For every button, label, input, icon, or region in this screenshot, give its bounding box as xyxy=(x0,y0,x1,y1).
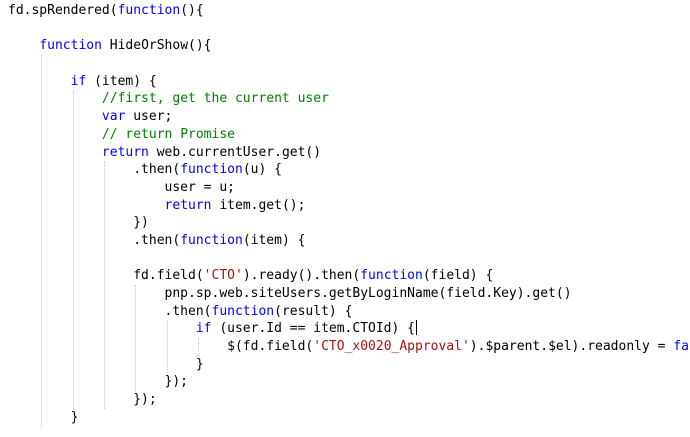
code-line[interactable]: return item.get(); xyxy=(8,197,690,215)
keyword-token: function xyxy=(180,162,243,178)
code-line[interactable]: var user; xyxy=(8,108,690,126)
code-token: fd.spRendered( xyxy=(8,3,118,18)
comment-token: // return Promise xyxy=(101,126,235,142)
code-line[interactable]: .then(function(u) { xyxy=(8,161,690,179)
code-token: (item) { xyxy=(242,232,306,248)
code-token xyxy=(8,127,102,142)
code-line[interactable]: }); xyxy=(8,391,690,409)
code-token: (user.Id == item.CTOId) { xyxy=(211,321,415,337)
code-token: (){ xyxy=(180,3,204,18)
code-token xyxy=(8,91,102,106)
code-line[interactable]: pnp.sp.web.siteUsers.getByLoginName(fiel… xyxy=(8,285,690,303)
keyword-token: function xyxy=(211,303,275,319)
code-line[interactable]: function HideOrShow(){ xyxy=(8,37,690,55)
code-line[interactable]: .then(function(result) { xyxy=(8,303,690,321)
indent-guide xyxy=(103,161,105,410)
code-token: user = u; xyxy=(8,179,235,195)
keyword-token: function xyxy=(117,3,181,18)
indent-guide xyxy=(41,55,43,427)
code-token xyxy=(8,198,165,213)
code-token xyxy=(8,145,102,160)
code-token: ).ready().then( xyxy=(242,268,361,284)
code-token: } xyxy=(8,356,204,372)
code-line[interactable]: if (item) { xyxy=(8,73,690,91)
keyword-token: if xyxy=(70,73,87,89)
code-token: web.currentUser.get() xyxy=(148,144,322,160)
code-token: }); xyxy=(8,392,157,408)
code-token: item.get(); xyxy=(211,197,306,213)
code-token: ).$parent.$el).readonly = xyxy=(469,339,674,355)
keyword-token: var xyxy=(101,109,126,125)
code-token: (item) { xyxy=(86,73,157,89)
keyword-token: function xyxy=(360,268,423,284)
code-line[interactable]: } xyxy=(8,409,690,427)
code-token: $(fd.field( xyxy=(8,339,314,355)
code-token xyxy=(8,321,196,336)
code-content[interactable]: fd.spRendered(function(){ function HideO… xyxy=(8,2,690,427)
code-line[interactable]: fd.spRendered(function(){ xyxy=(8,2,690,20)
code-token: (u) { xyxy=(242,162,282,178)
code-token: (field) { xyxy=(422,268,494,284)
keyword-token: function xyxy=(180,232,243,248)
code-line[interactable]: fd.field('CTO').ready().then(function(fi… xyxy=(8,267,690,285)
code-line[interactable]: //first, get the current user xyxy=(8,90,690,108)
code-token xyxy=(8,109,102,124)
code-token: .then( xyxy=(8,303,212,319)
code-token: .then( xyxy=(8,232,181,248)
code-token: .then( xyxy=(8,162,181,178)
indent-guide xyxy=(197,338,199,356)
code-token: } xyxy=(8,409,79,425)
keyword-token: return xyxy=(164,197,212,213)
code-line[interactable] xyxy=(8,250,690,268)
code-line[interactable]: }); xyxy=(8,373,690,391)
string-token: 'CTO' xyxy=(203,268,243,284)
keyword-token: if xyxy=(195,321,212,337)
indent-guide xyxy=(166,320,168,374)
comment-token: //first, get the current user xyxy=(101,91,329,107)
keyword-token: function xyxy=(39,38,102,54)
code-line[interactable] xyxy=(8,55,690,73)
code-token xyxy=(8,38,39,53)
indent-guide xyxy=(135,285,137,392)
indent-guide xyxy=(72,90,74,410)
code-line[interactable]: }) xyxy=(8,214,690,232)
code-line[interactable] xyxy=(8,20,690,38)
code-line[interactable]: // return Promise xyxy=(8,126,690,144)
keyword-token: false xyxy=(673,339,690,355)
code-token: (result) { xyxy=(274,303,353,319)
text-cursor xyxy=(416,320,417,336)
code-token: }) xyxy=(8,215,149,231)
keyword-token: return xyxy=(101,144,149,160)
code-token: HideOrShow(){ xyxy=(101,38,212,54)
code-token: pnp.sp.web.siteUsers.getByLoginName(fiel… xyxy=(8,286,572,301)
code-line[interactable]: $(fd.field('CTO_x0020_Approval').$parent… xyxy=(8,338,690,356)
code-line[interactable]: if (user.Id == item.CTOId) { xyxy=(8,320,690,338)
string-token: 'CTO_x0020_Approval' xyxy=(313,339,470,355)
code-line[interactable]: .then(function(item) { xyxy=(8,232,690,250)
code-token: user; xyxy=(125,109,173,125)
code-token xyxy=(8,74,71,89)
code-line[interactable]: } xyxy=(8,356,690,374)
code-line[interactable]: return web.currentUser.get() xyxy=(8,144,690,162)
code-token: fd.field( xyxy=(8,268,204,284)
code-token: }); xyxy=(8,374,189,390)
code-line[interactable]: user = u; xyxy=(8,179,690,197)
